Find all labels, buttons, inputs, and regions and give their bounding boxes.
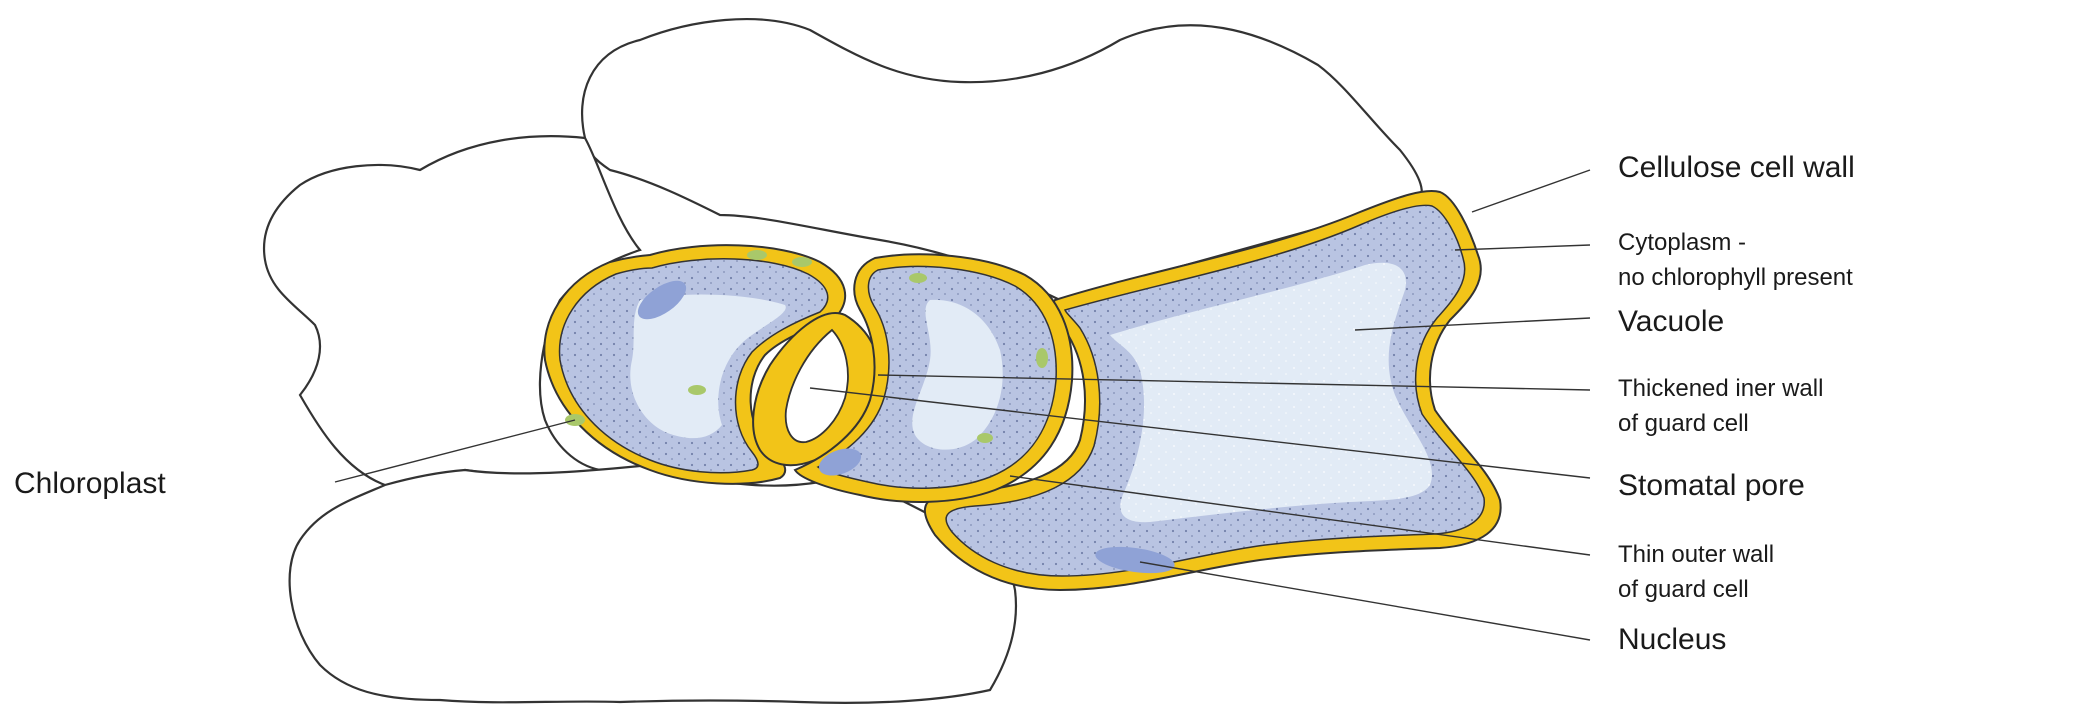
label-thickened-line1: Thickened iner wall xyxy=(1618,372,1823,407)
label-thin-outer-wall: Thin outer wall of guard cell xyxy=(1618,538,1774,608)
label-thickened-line2: of guard cell xyxy=(1618,407,1823,442)
chloroplast xyxy=(688,385,706,395)
label-cytoplasm: Cytoplasm - no chlorophyll present xyxy=(1618,226,1853,296)
label-cellulose-cell-wall: Cellulose cell wall xyxy=(1618,150,1855,186)
chloroplast xyxy=(909,273,927,283)
chloroplast xyxy=(977,433,993,443)
label-thin-outer-line1: Thin outer wall xyxy=(1618,538,1774,573)
label-thickened-inner-wall: Thickened iner wall of guard cell xyxy=(1618,372,1823,442)
label-stomatal-pore: Stomatal pore xyxy=(1618,468,1805,504)
label-thin-outer-line2: of guard cell xyxy=(1618,573,1774,608)
label-vacuole: Vacuole xyxy=(1618,304,1724,340)
label-nucleus: Nucleus xyxy=(1618,622,1726,658)
leader-cellulose-cell-wall xyxy=(1472,170,1590,212)
label-chloroplast: Chloroplast xyxy=(14,466,166,502)
label-cytoplasm-line1: Cytoplasm - xyxy=(1618,226,1853,261)
leader-nucleus xyxy=(1140,562,1590,640)
chloroplast xyxy=(792,257,812,267)
label-cytoplasm-line2: no chlorophyll present xyxy=(1618,261,1853,296)
chloroplast xyxy=(747,250,767,260)
chloroplast xyxy=(1036,348,1048,368)
